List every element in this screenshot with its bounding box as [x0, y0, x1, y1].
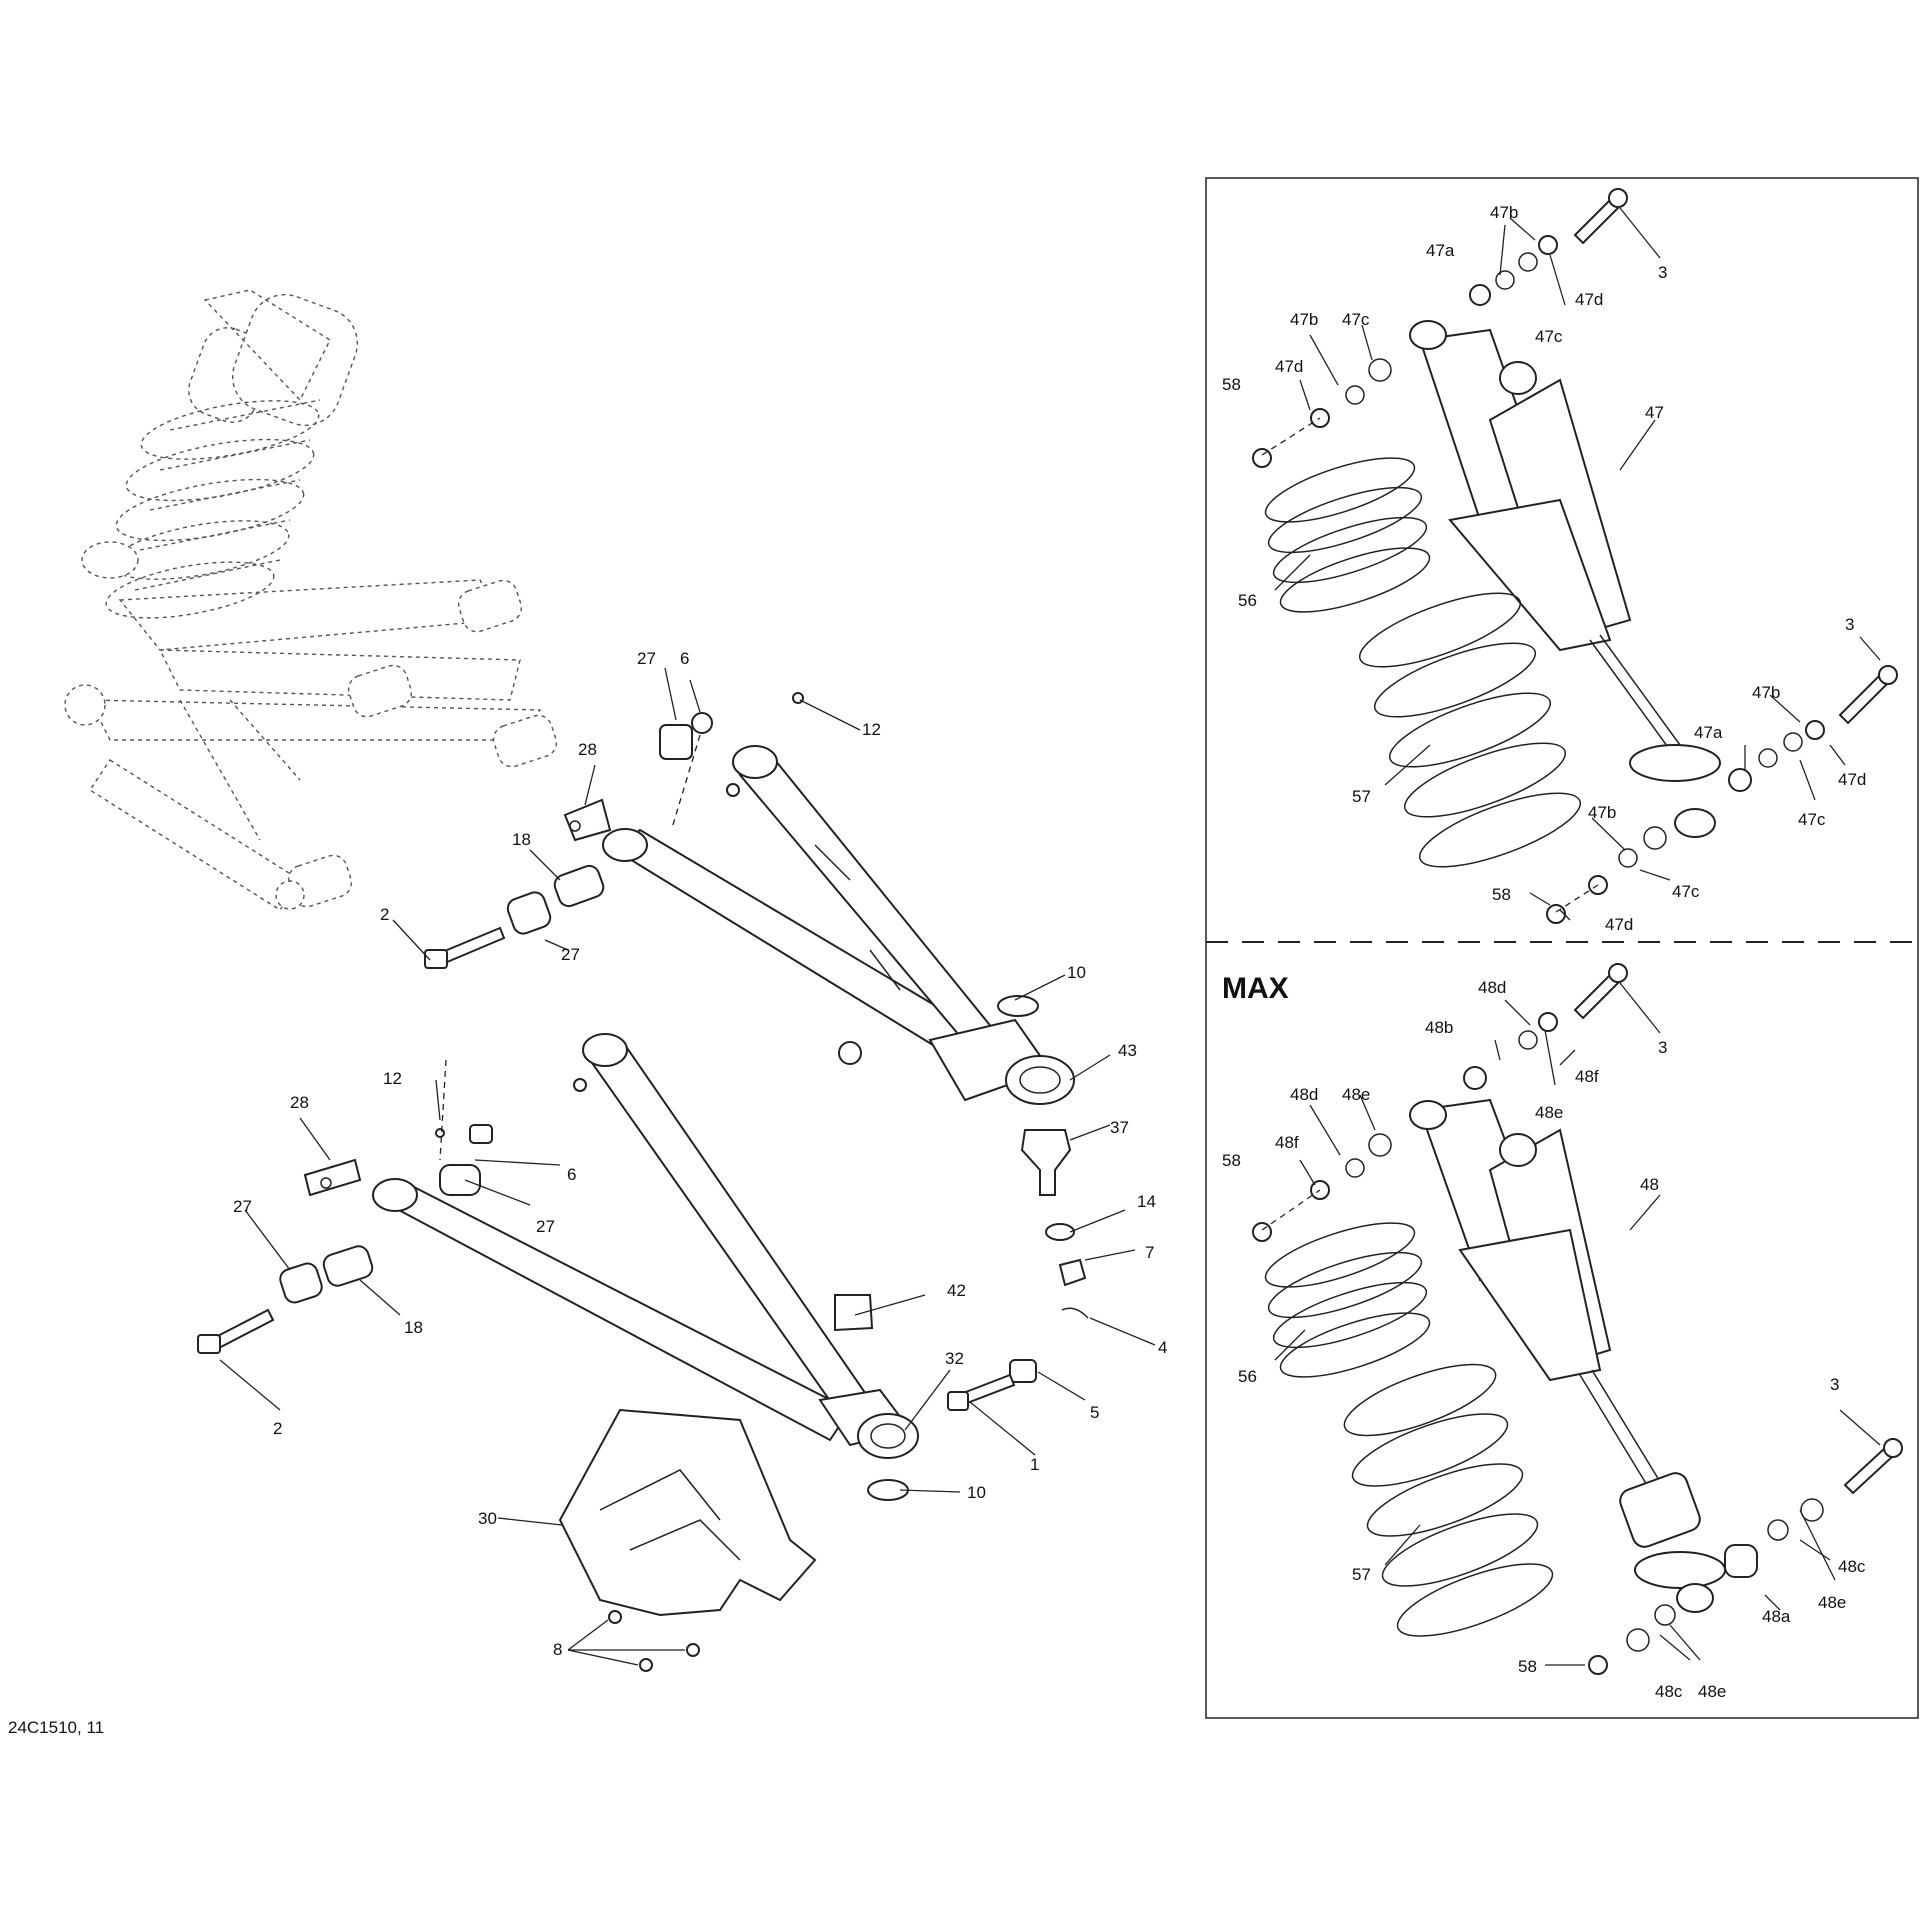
callout-57: 57: [1352, 1565, 1371, 1584]
hardware-parts: [197, 692, 1089, 1672]
callout-58: 58: [1222, 1151, 1241, 1170]
shock-assembly-standard: [1252, 188, 1898, 924]
callout-18: 18: [404, 1318, 423, 1337]
callout-48e: 48e: [1535, 1103, 1563, 1122]
callout-43: 43: [1118, 1041, 1137, 1060]
upper-a-arm: [602, 745, 1075, 1105]
callout-2: 2: [380, 905, 389, 924]
callout-12: 12: [862, 720, 881, 739]
callout-48f: 48f: [1575, 1067, 1599, 1086]
callout-3: 3: [1845, 615, 1854, 634]
callout-48d: 48d: [1478, 978, 1506, 997]
callout-47b: 47b: [1290, 310, 1318, 329]
callout-3: 3: [1658, 263, 1667, 282]
shock-assembly-max: [1252, 963, 1903, 1675]
callout-10: 10: [1067, 963, 1086, 982]
callout-47d: 47d: [1838, 770, 1866, 789]
callout-27: 27: [233, 1197, 252, 1216]
callout-28: 28: [290, 1093, 309, 1112]
callout-48e: 48e: [1818, 1593, 1846, 1612]
callout-4: 4: [1158, 1338, 1167, 1357]
callout-6: 6: [680, 649, 689, 668]
lower-a-arm: [372, 1033, 919, 1459]
callout-10: 10: [967, 1483, 986, 1502]
callout-47d: 47d: [1275, 357, 1303, 376]
callout-47a: 47a: [1426, 241, 1455, 260]
callout-48e: 48e: [1698, 1682, 1726, 1701]
callout-37: 37: [1110, 1118, 1129, 1137]
callout-58: 58: [1518, 1657, 1537, 1676]
callout-27: 27: [637, 649, 656, 668]
callout-labels: 6 27 12 28 18 2 27 10 43 37 14 7 4 5 1 4…: [8, 203, 1866, 1737]
callout-48b: 48b: [1425, 1018, 1453, 1037]
callout-32: 32: [945, 1349, 964, 1368]
callout-48c: 48c: [1838, 1557, 1866, 1576]
callout-58: 58: [1492, 885, 1511, 904]
callout-6: 6: [567, 1165, 576, 1184]
callout-8: 8: [553, 1640, 562, 1659]
callout-1: 1: [1030, 1455, 1039, 1474]
callout-7: 7: [1145, 1243, 1154, 1262]
callout-12: 12: [383, 1069, 402, 1088]
callout-56: 56: [1238, 1367, 1257, 1386]
max-heading: MAX: [1222, 972, 1289, 1005]
callout-3: 3: [1658, 1038, 1667, 1057]
callout-47c: 47c: [1535, 327, 1563, 346]
callout-18: 18: [512, 830, 531, 849]
callout-57: 57: [1352, 787, 1371, 806]
skid-plate: [558, 1408, 817, 1617]
reference-assembly-ghost: [64, 289, 558, 911]
callout-47: 47: [1645, 403, 1664, 422]
callout-47a: 47a: [1694, 723, 1723, 742]
callout-3: 3: [1830, 1375, 1839, 1394]
callout-42: 42: [947, 1281, 966, 1300]
drawing-id: 24C1510, 11: [8, 1718, 104, 1737]
callout-48c: 48c: [1655, 1682, 1683, 1701]
callout-48f: 48f: [1275, 1133, 1299, 1152]
callout-47c: 47c: [1672, 882, 1700, 901]
callout-47c: 47c: [1798, 810, 1826, 829]
callout-48d: 48d: [1290, 1085, 1318, 1104]
callout-5: 5: [1090, 1403, 1099, 1422]
callout-2: 2: [273, 1419, 282, 1438]
callout-48e: 48e: [1342, 1085, 1370, 1104]
callout-27: 27: [561, 945, 580, 964]
callout-48: 48: [1640, 1175, 1659, 1194]
callout-27: 27: [536, 1217, 555, 1236]
leader-lines: [219, 207, 1881, 1666]
callout-47d: 47d: [1575, 290, 1603, 309]
callout-30: 30: [478, 1509, 497, 1528]
callout-48a: 48a: [1762, 1607, 1791, 1626]
callout-47b: 47b: [1752, 683, 1780, 702]
callout-56: 56: [1238, 591, 1257, 610]
callout-14: 14: [1137, 1192, 1156, 1211]
callout-28: 28: [578, 740, 597, 759]
callout-47c: 47c: [1342, 310, 1370, 329]
shock-panel-frame: [1205, 177, 1919, 1719]
callout-58: 58: [1222, 375, 1241, 394]
callout-47d: 47d: [1605, 915, 1633, 934]
callout-47b: 47b: [1588, 803, 1616, 822]
callout-47b: 47b: [1490, 203, 1518, 222]
